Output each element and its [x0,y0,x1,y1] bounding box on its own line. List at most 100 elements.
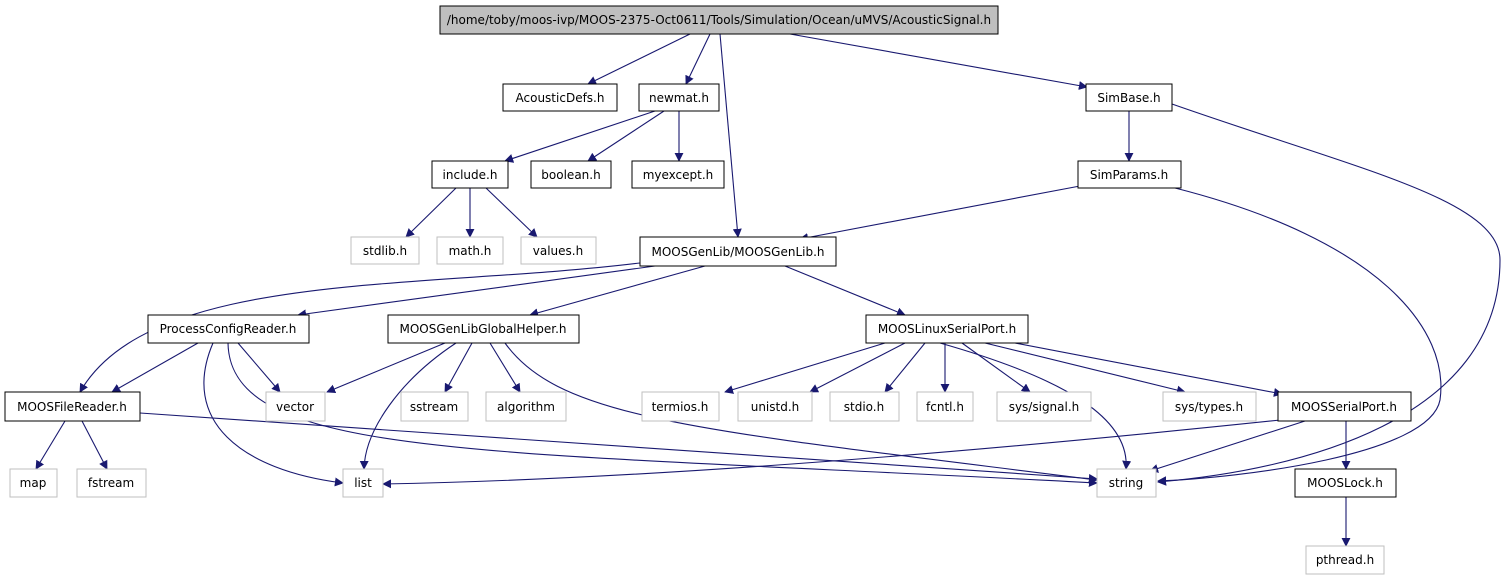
edge-mooslinuxserialport-to-systypes [984,342,1186,395]
edge-moosgenlibglobalhelper-to-list [359,342,457,470]
edge-mooslinuxserialport-to-termios [724,342,886,394]
node-mooslock[interactable]: MOOSLock.h [1294,468,1397,498]
node-pthread[interactable]: pthread.h [1305,545,1385,575]
node-fstream[interactable]: fstream [76,468,147,498]
node-termios-label: termios.h [652,400,709,414]
edge-moosfilereader-to-fstream [81,420,108,470]
node-moosserialport-label: MOOSSerialPort.h [1291,400,1397,414]
edge-mooslinuxserialport-to-moosserialport [1014,342,1283,397]
node-stdio[interactable]: stdio.h [829,391,900,422]
node-fcntl-label: fcntl.h [926,400,964,414]
edge-mooslinuxserialport-to-syssignal [961,342,1031,393]
edge-moosgenlib-to-moosgenlibglobalhelper [529,265,706,318]
node-moosgenlib[interactable]: MOOSGenLib/MOOSGenLib.h [639,236,837,267]
edge-moosgenlibglobalhelper-to-algorithm [489,342,521,393]
edge-mooslinuxserialport-to-unistd [809,342,906,393]
edge-moosserialport-to-list [382,418,1291,489]
node-newmat-label: newmat.h [649,91,709,105]
edge-root-to-newmat [685,33,711,85]
node-fcntl[interactable]: fcntl.h [916,391,974,422]
node-list-label: list [354,476,372,490]
node-include[interactable]: include.h [431,160,509,189]
edge-moosgenlib-to-moosfilereader [79,262,641,393]
node-include-label: include.h [443,168,498,182]
edge-moosgenlib-to-processconfigreader [297,265,656,319]
node-string-label: string [1109,476,1143,490]
edge-simparams-to-string [1157,187,1442,486]
node-simparams-label: SimParams.h [1090,168,1168,182]
node-values[interactable]: values.h [520,236,597,265]
edge-newmat-to-boolean [587,110,665,162]
edge-moosgenlib-to-mooslinuxserialport [784,265,906,317]
node-myexcept-label: myexcept.h [643,168,714,182]
edge-mooslinuxserialport-to-stdio [884,342,926,393]
node-vector[interactable]: vector [265,391,326,422]
node-boolean-label: boolean.h [541,168,600,182]
node-moosfilereader[interactable]: MOOSFileReader.h [4,391,141,422]
node-termios[interactable]: termios.h [641,391,720,422]
node-simbase[interactable]: SimBase.h [1085,83,1173,112]
node-root-label: /home/toby/moos-ivp/MOOS-2375-Oct0611/To… [447,13,991,27]
node-sstream-label: sstream [410,400,458,414]
node-values-label: values.h [533,244,583,258]
node-myexcept[interactable]: myexcept.h [631,160,725,189]
node-processconfigreader[interactable]: ProcessConfigReader.h [147,314,310,344]
node-syssignal-label: sys/signal.h [1009,400,1080,414]
node-map-label: map [20,476,47,490]
node-mooslock-label: MOOSLock.h [1307,476,1383,490]
node-systypes-label: sys/types.h [1175,400,1243,414]
node-processconfigreader-label: ProcessConfigReader.h [160,322,297,336]
edge-simparams-to-moosgenlib [799,185,1081,242]
node-moosgenlib-label: MOOSGenLib/MOOSGenLib.h [651,245,824,259]
edge-moosserialport-to-string [1149,420,1306,473]
node-mooslinuxserialport[interactable]: MOOSLinuxSerialPort.h [865,314,1029,344]
edge-moosgenlibglobalhelper-to-vector [326,342,446,394]
node-math-label: math.h [449,244,492,258]
node-unistd[interactable]: unistd.h [737,391,813,422]
node-algorithm[interactable]: algorithm [485,391,567,422]
edge-moosgenlibglobalhelper-to-sstream [444,342,473,393]
edge-processconfigreader-to-list [203,342,344,487]
node-mooslinuxserialport-label: MOOSLinuxSerialPort.h [878,322,1016,336]
edge-moosfilereader-to-map [35,420,66,470]
node-acousticdefs-label: AcousticDefs.h [516,91,605,105]
node-stdlib[interactable]: stdlib.h [350,236,420,265]
node-string[interactable]: string [1096,468,1157,498]
edge-processconfigreader-to-string [227,342,1098,488]
node-simparams[interactable]: SimParams.h [1077,160,1182,189]
node-moosgenlibglobalhelper[interactable]: MOOSGenLibGlobalHelper.h [387,314,580,344]
node-math[interactable]: math.h [436,236,504,265]
edge-newmat-to-include [504,110,656,163]
edge-root-to-moosgenlib [719,33,742,238]
node-stdlib-label: stdlib.h [363,244,407,258]
edge-simbase-to-string [1157,103,1501,486]
edge-root-to-simbase [789,33,1088,91]
node-boolean[interactable]: boolean.h [530,160,612,189]
node-fstream-label: fstream [88,476,134,490]
edge-moosgenlibglobalhelper-to-string [504,342,1098,484]
edge-include-to-stdlib [405,187,457,238]
edge-moosfilereader-to-string [139,412,1098,483]
node-pthread-label: pthread.h [1316,553,1374,567]
node-root[interactable]: /home/toby/moos-ivp/MOOS-2375-Oct0611/To… [439,5,999,35]
node-moosserialport[interactable]: MOOSSerialPort.h [1277,391,1412,422]
node-sstream[interactable]: sstream [400,391,469,422]
node-vector-label: vector [276,400,314,414]
edge-include-to-values [485,187,538,238]
node-stdio-label: stdio.h [844,400,884,414]
node-syssignal[interactable]: sys/signal.h [996,391,1092,422]
node-systypes[interactable]: sys/types.h [1162,391,1257,422]
node-list[interactable]: list [342,468,384,498]
node-acousticdefs[interactable]: AcousticDefs.h [502,83,618,112]
node-moosgenlibglobalhelper-label: MOOSGenLibGlobalHelper.h [399,322,566,336]
edge-processconfigreader-to-vector [237,342,281,393]
edge-processconfigreader-to-moosfilereader [111,342,199,393]
node-simbase-label: SimBase.h [1097,91,1160,105]
node-map[interactable]: map [9,468,58,498]
edge-root-to-acousticdefs [587,33,691,85]
node-algorithm-label: algorithm [497,400,555,414]
node-newmat[interactable]: newmat.h [638,83,720,112]
node-moosfilereader-label: MOOSFileReader.h [17,400,127,414]
node-unistd-label: unistd.h [751,400,800,414]
